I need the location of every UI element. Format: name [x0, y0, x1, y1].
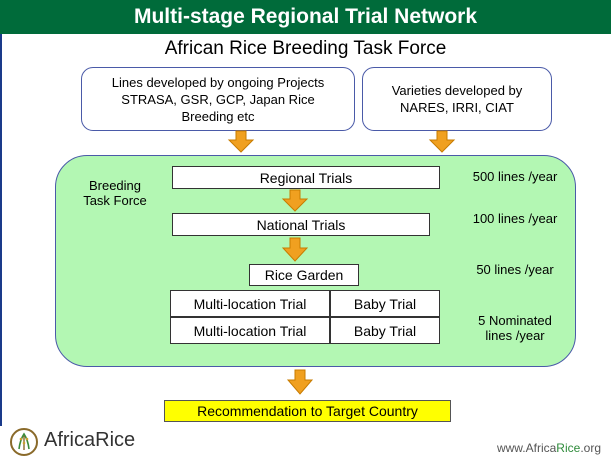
- projects-line-3: Breeding etc: [181, 108, 255, 124]
- url-prefix: www.Africa: [496, 441, 557, 455]
- varieties-line-2: NARES, IRRI, CIAT: [400, 100, 514, 115]
- national-trials-box: National Trials: [172, 213, 430, 236]
- projects-source-box: Lines developed by ongoing Projects STRA…: [81, 67, 355, 131]
- africarice-logo-icon: [10, 428, 38, 456]
- left-accent-line: [0, 34, 2, 426]
- task-force-line-2: Task Force: [83, 193, 147, 208]
- task-force-label: Breeding Task Force: [70, 178, 160, 208]
- multi-location-trial-box-2: Multi-location Trial: [170, 317, 330, 344]
- national-rate-label: 100 lines /year: [472, 211, 558, 226]
- multi-location-trial-box-1: Multi-location Trial: [170, 290, 330, 317]
- title-banner: Multi-stage Regional Trial Network: [0, 0, 611, 34]
- baby-trial-box-1: Baby Trial: [330, 290, 440, 317]
- nominated-rate-label: 5 Nominated lines /year: [455, 313, 575, 343]
- footer-url[interactable]: www.AfricaRice.org: [497, 441, 601, 455]
- arrow-national-to-garden: [281, 237, 309, 262]
- task-force-line-1: Breeding: [88, 178, 142, 193]
- garden-rate-label: 50 lines /year: [476, 262, 554, 277]
- baby-trial-box-2: Baby Trial: [330, 317, 440, 344]
- arrow-projects-down: [227, 130, 255, 153]
- regional-trials-box: Regional Trials: [172, 166, 440, 189]
- url-highlight: Rice: [556, 441, 581, 455]
- varieties-line-1: Varieties developed by: [391, 83, 523, 98]
- varieties-source-box: Varieties developed by NARES, IRRI, CIAT: [362, 67, 552, 131]
- rice-garden-box: Rice Garden: [249, 264, 359, 286]
- arrow-to-recommendation: [286, 369, 314, 395]
- arrow-varieties-down: [428, 130, 456, 153]
- projects-line-2: STRASA, GSR, GCP, Japan Rice: [121, 91, 315, 107]
- recommendation-box: Recommendation to Target Country: [164, 400, 451, 422]
- arrow-regional-to-national: [281, 189, 309, 212]
- subtitle: African Rice Breeding Task Force: [164, 38, 447, 59]
- url-suffix: .org: [580, 441, 601, 455]
- nominated-line-2: lines /year: [485, 328, 545, 343]
- regional-rate-label: 500 lines /year: [472, 169, 558, 184]
- africarice-logo-text: AfricaRice: [44, 429, 136, 451]
- projects-line-1: Lines developed by ongoing Projects: [111, 74, 325, 90]
- nominated-line-1: 5 Nominated: [478, 313, 552, 328]
